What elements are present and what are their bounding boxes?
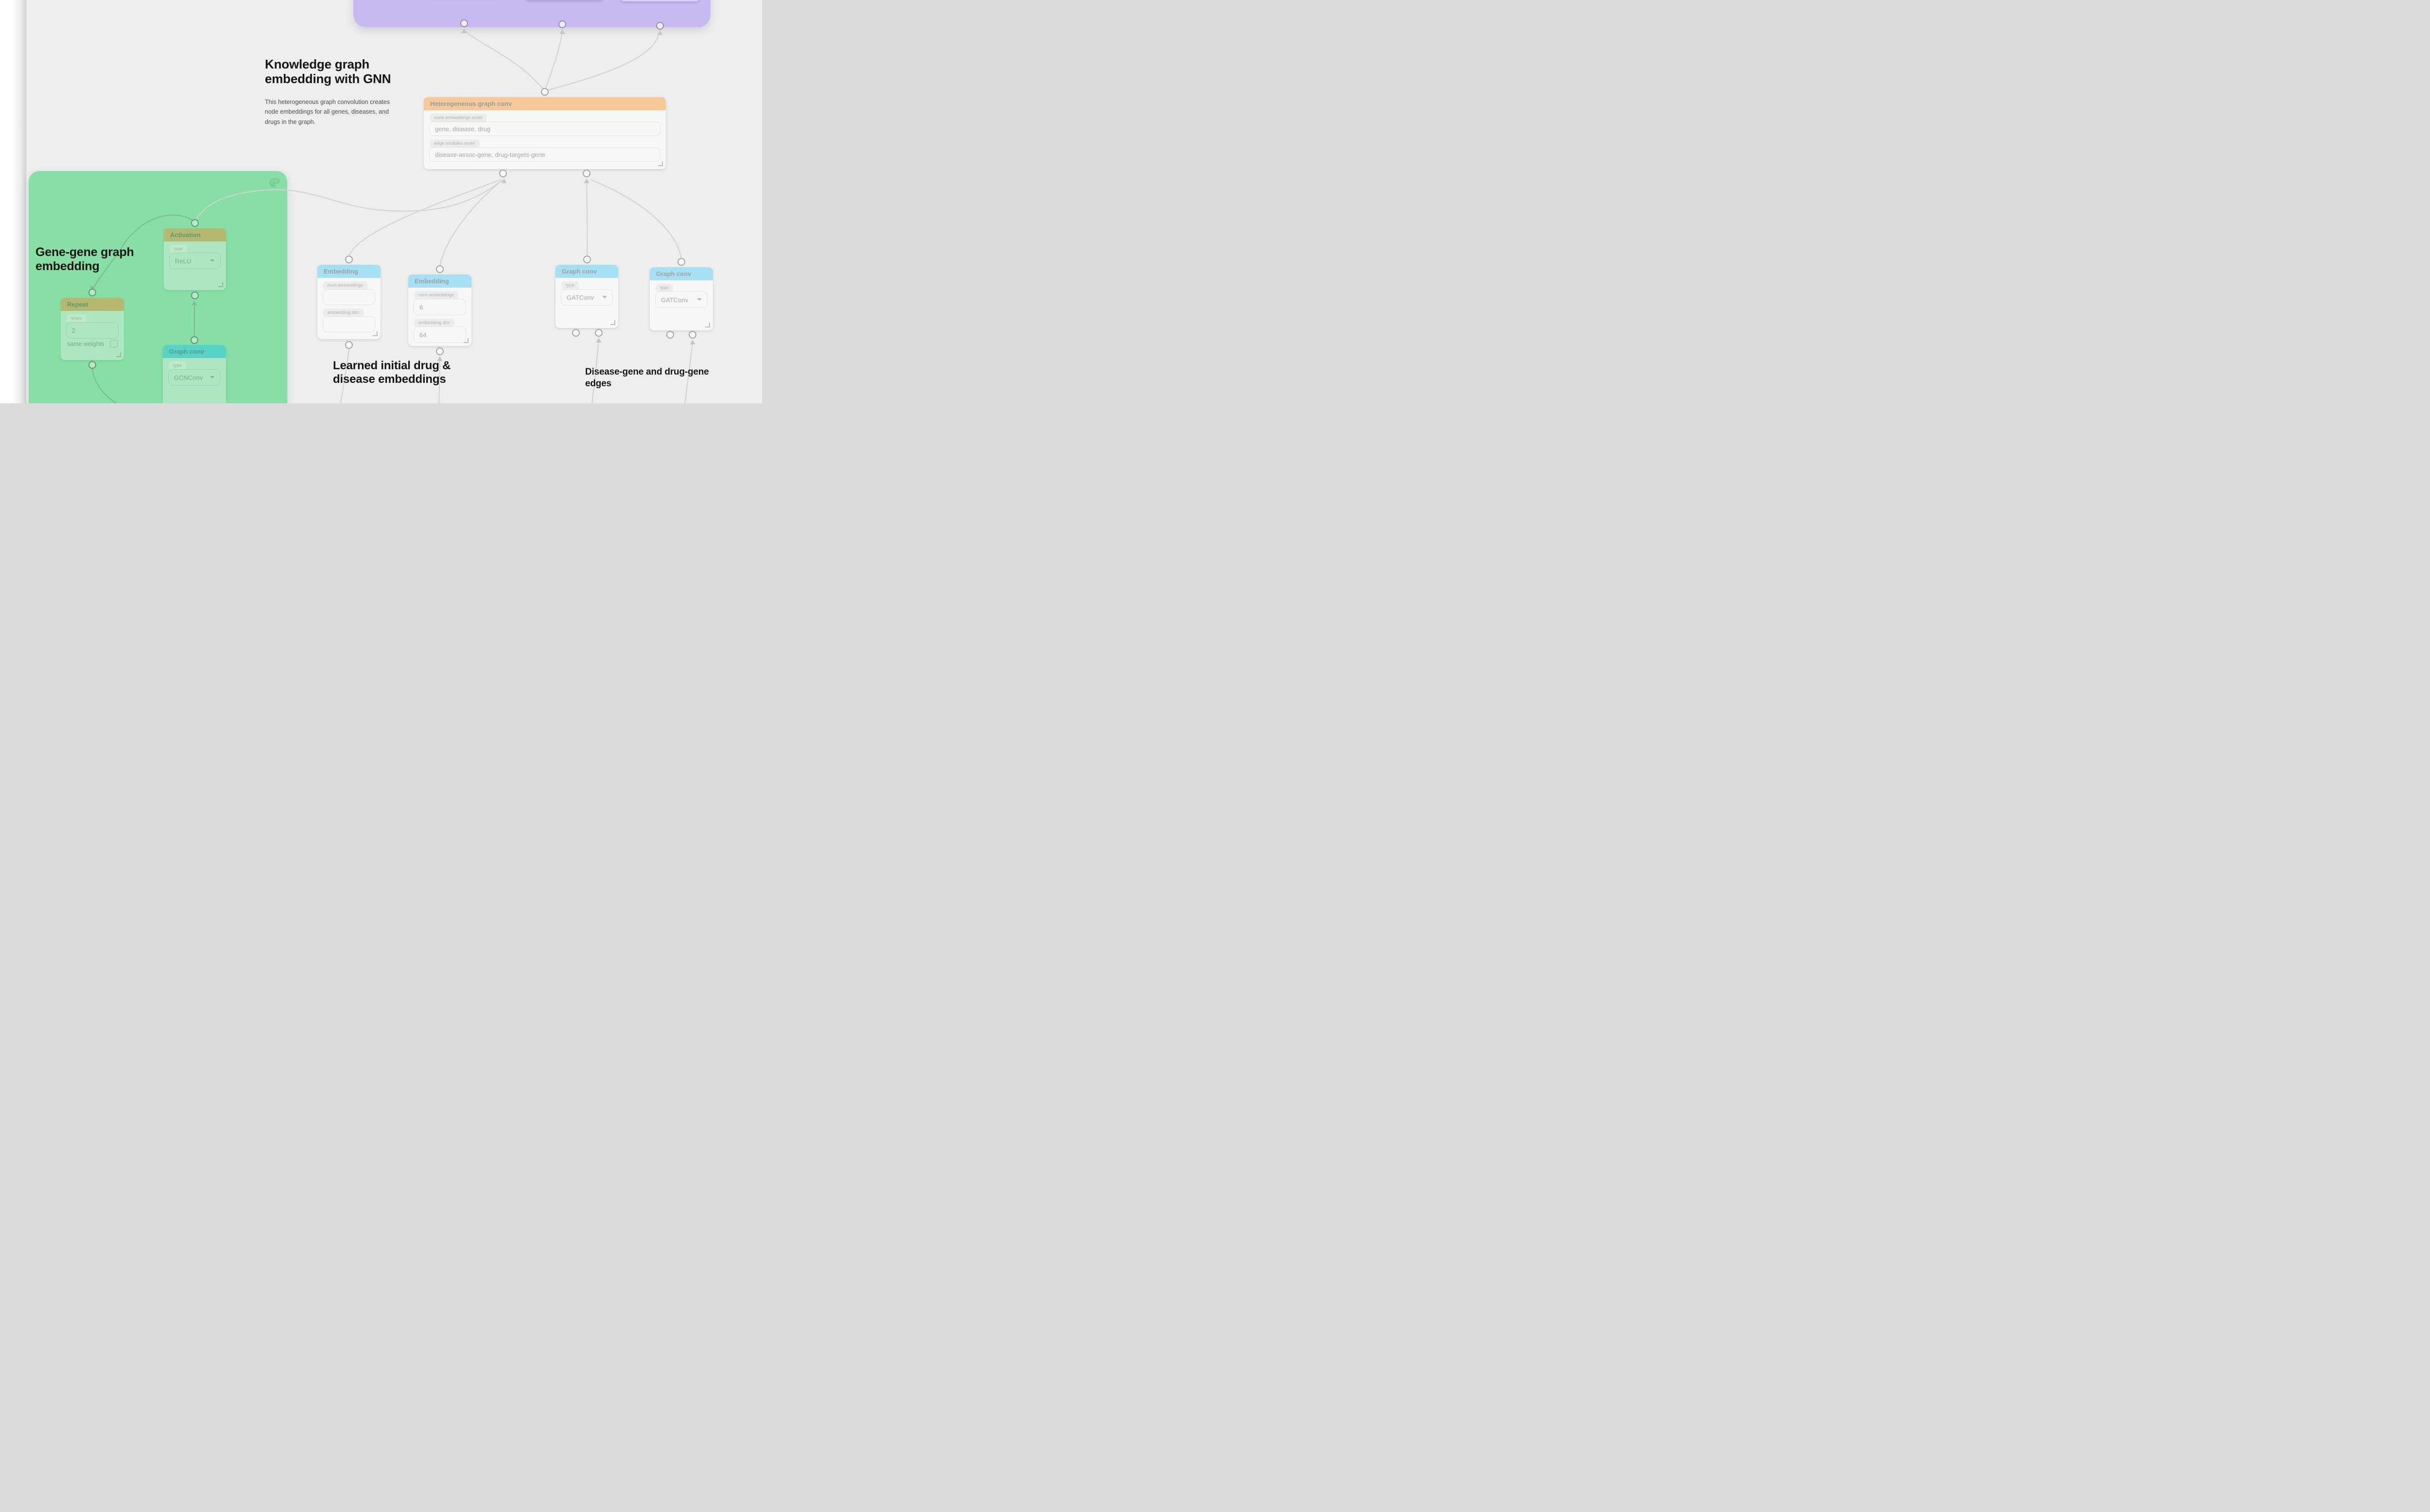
port[interactable] (191, 292, 199, 299)
port[interactable] (541, 88, 549, 96)
purple-card-3[interactable] (620, 0, 700, 1)
same-weights-checkbox[interactable] (110, 340, 118, 348)
arrowhead-icon (461, 28, 467, 33)
node-header[interactable]: Graph conv (650, 267, 713, 280)
field-label: times (67, 314, 87, 323)
field-label: embedding dim (323, 309, 364, 317)
port[interactable] (558, 20, 566, 28)
graph-conv-type-select[interactable]: GATConv (655, 292, 708, 308)
field-label: type (169, 361, 186, 370)
field-label: type (656, 284, 673, 292)
times-input[interactable]: 2 (66, 322, 119, 339)
edge[interactable] (544, 30, 563, 91)
node-graph-conv-gcn[interactable]: Graph conv type GCNConv (163, 336, 226, 403)
arrowhead-icon (596, 338, 602, 343)
port[interactable] (583, 170, 590, 177)
embedding-dim-input[interactable]: 64 (414, 326, 466, 343)
paragraph-kg-description: This heterogeneous graph convolution cre… (265, 99, 390, 125)
port[interactable] (583, 256, 591, 263)
field-label: node embeddings order (430, 114, 487, 122)
node-graph-conv-gat1[interactable]: Graph conv type GATConv (555, 256, 618, 337)
port[interactable] (595, 329, 603, 337)
checkbox-label: same weights (67, 341, 104, 347)
node-graph-conv-gat2[interactable]: Graph conv type GATConv (650, 258, 713, 339)
graph-conv-type-select[interactable]: GATConv (561, 289, 613, 306)
node-heterogeneous-graph-conv[interactable]: Heterogeneous graph conv node embeddings… (424, 88, 666, 177)
node-repeat[interactable]: Repeat times 2 same weights (61, 289, 124, 369)
edge[interactable] (590, 179, 682, 259)
node-embedding-drug[interactable]: Embedding num embeddings 6 embedding dim… (408, 265, 471, 355)
edge[interactable] (544, 31, 660, 91)
port[interactable] (191, 219, 199, 227)
port[interactable] (436, 265, 444, 273)
field-label: num embeddings (414, 291, 458, 299)
port[interactable] (499, 170, 507, 177)
node-header[interactable]: Graph conv (555, 265, 618, 278)
edge[interactable] (348, 179, 501, 257)
heading-gene-gene: Gene-gene graph embedding (35, 245, 134, 273)
port[interactable] (88, 361, 96, 369)
group-purple[interactable] (353, 0, 711, 27)
port[interactable] (656, 22, 664, 30)
resize-handle[interactable] (610, 320, 615, 325)
node-header[interactable]: Embedding (408, 275, 471, 288)
port[interactable] (460, 19, 468, 27)
arrowhead-icon (690, 340, 695, 344)
heading-learned-embeddings: Learned initial drug & disease embedding… (333, 359, 451, 386)
field-label: embedding dim (414, 319, 454, 327)
edge-modules-order-input[interactable]: disease-assoc-gene, drug-targets-gene (429, 147, 660, 162)
port[interactable] (677, 258, 685, 266)
field-label: type (561, 281, 579, 290)
port[interactable] (572, 329, 580, 337)
arrowhead-icon (657, 30, 663, 35)
node-header[interactable]: Activation (164, 228, 226, 241)
arrowhead-icon (501, 178, 507, 183)
field-label: edge modules order (430, 139, 480, 148)
group-gene-gene[interactable] (29, 171, 287, 403)
num-embeddings-input[interactable]: 6 (414, 299, 466, 315)
port[interactable] (88, 289, 96, 296)
graph-conv-type-select[interactable]: GCNConv (168, 369, 221, 386)
port[interactable] (436, 347, 444, 355)
node-header[interactable]: Embedding (317, 265, 381, 278)
activation-type-select[interactable]: ReLU (169, 253, 221, 269)
port[interactable] (345, 341, 353, 349)
port[interactable] (689, 331, 696, 339)
node-activation[interactable]: Activation type ReLU (164, 219, 226, 299)
port[interactable] (666, 331, 674, 339)
node-header[interactable]: Repeat (61, 298, 124, 311)
node-embedding-gene[interactable]: Embedding num embeddings embedding dim (317, 256, 381, 349)
resize-handle[interactable] (218, 282, 223, 287)
node-header[interactable]: Graph conv (163, 345, 226, 358)
port[interactable] (345, 256, 353, 263)
node-editor-canvas[interactable]: Knowledge graph embedding with GNN This … (0, 0, 762, 403)
palette-icon[interactable] (268, 176, 281, 192)
resize-handle[interactable] (464, 338, 469, 343)
resize-handle[interactable] (116, 352, 121, 357)
resize-handle[interactable] (658, 161, 663, 166)
field-label: type (170, 245, 187, 253)
field-label: num embeddings (323, 281, 367, 290)
edge[interactable] (465, 31, 545, 91)
embedding-dim-input[interactable] (323, 316, 375, 332)
left-panel-edge (0, 0, 26, 403)
heading-disease-gene-edges: Disease-gene and drug-gene edges (585, 367, 709, 389)
arrowhead-icon (559, 29, 565, 34)
num-embeddings-input[interactable] (323, 289, 375, 305)
resize-handle[interactable] (705, 323, 710, 327)
node-header[interactable]: Heterogeneous graph conv (424, 97, 666, 110)
heading-knowledge-graph: Knowledge graph embedding with GNN (265, 57, 391, 86)
edge[interactable] (439, 181, 502, 266)
arrowhead-icon (584, 178, 590, 183)
resize-handle[interactable] (373, 331, 378, 336)
node-embeddings-order-input[interactable]: gene, disease, drug (429, 121, 660, 136)
port[interactable] (191, 336, 198, 344)
